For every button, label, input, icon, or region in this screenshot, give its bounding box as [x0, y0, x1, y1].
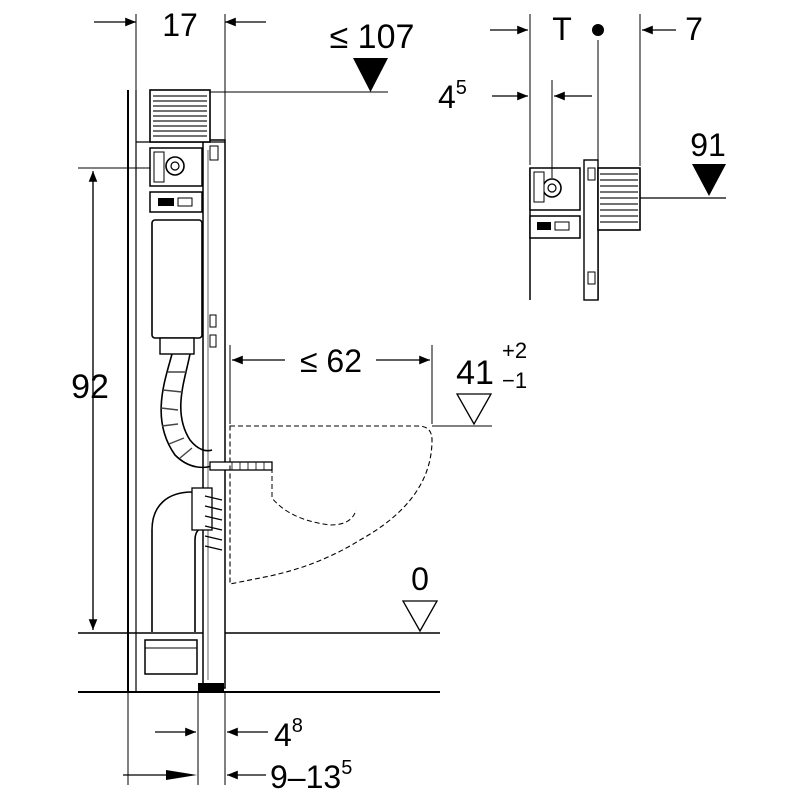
label-seat-height: 41 — [456, 354, 494, 392]
label-side-height: 91 — [690, 127, 726, 163]
cistern — [151, 219, 203, 355]
toilet-outline — [229, 425, 433, 585]
bolts — [209, 461, 273, 471]
label-top-width: 17 — [162, 7, 198, 43]
label-bottom-offset: 48 — [274, 715, 303, 753]
reference-dot — [592, 24, 604, 36]
dim-48 — [155, 692, 268, 785]
label-bottom-range: 9–135 — [270, 757, 352, 795]
label-bottom-range-base: 9–13 — [270, 759, 341, 795]
label-small-offset-exp: 5 — [456, 77, 467, 99]
water-connection — [149, 147, 203, 213]
dim-45 — [492, 80, 592, 178]
label-small-offset-base: 4 — [438, 79, 456, 115]
label-bottom-offset-exp: 8 — [292, 715, 303, 737]
level-marker-0 — [401, 600, 439, 633]
label-max-projection: ≤ 62 — [300, 343, 362, 379]
level-marker-41 — [455, 393, 493, 426]
label-seat-tol-plus: +2 — [502, 338, 527, 363]
dim-91 — [692, 164, 726, 196]
label-small-offset: 45 — [438, 77, 467, 115]
label-bottom-range-exp: 5 — [341, 757, 352, 779]
detail-view — [529, 159, 726, 301]
dim-41 — [432, 393, 493, 427]
label-depth-t: T — [552, 11, 572, 47]
level-marker-91 — [692, 164, 726, 196]
dim-0 — [401, 600, 439, 633]
wall — [127, 90, 137, 692]
level-marker-107 — [353, 58, 388, 92]
label-seat-tol-minus: −1 — [502, 368, 527, 393]
dim-17 — [94, 14, 266, 140]
dim-T — [490, 14, 604, 165]
dim-7 — [639, 14, 676, 166]
dim-107 — [210, 58, 388, 93]
floor-lines — [78, 632, 440, 693]
label-max-height: ≤ 107 — [330, 18, 415, 56]
label-right-offset: 7 — [685, 11, 703, 47]
flush-bend — [160, 353, 213, 469]
dim-9-13 — [123, 692, 266, 785]
flush-plate-box — [149, 89, 211, 143]
label-bottom-offset-base: 4 — [274, 717, 292, 753]
label-floor-level: 0 — [411, 561, 429, 597]
dim-62 — [229, 345, 433, 424]
drain-pipe — [144, 487, 223, 675]
label-frame-height: 92 — [71, 368, 109, 406]
dim-92 — [78, 167, 150, 630]
